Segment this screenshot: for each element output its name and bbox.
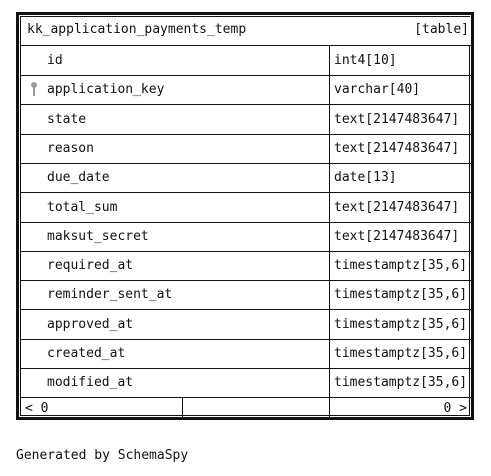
column-divider [329, 192, 330, 222]
column-row: approved_at timestamptz[35,6] [21, 309, 471, 340]
column-type: timestamptz[35,6] [334, 287, 468, 303]
column-type: timestamptz[35,6] [334, 258, 468, 274]
key-icon [31, 82, 37, 97]
column-name: maksut_secret [47, 228, 149, 244]
column-type: text[2147483647] [334, 228, 460, 244]
column-divider [329, 368, 330, 398]
column-name: application_key [47, 82, 165, 98]
column-row: created_at timestamptz[35,6] [21, 339, 471, 369]
column-divider [329, 280, 330, 310]
column-type: int4[10] [334, 53, 397, 68]
column-row: due_date date[13] [21, 163, 471, 194]
column-type: text[2147483647] [334, 111, 460, 127]
column-row: application_key varchar[40] [21, 75, 471, 106]
column-row: reminder_sent_at timestamptz[35,6] [21, 280, 471, 311]
table-footer: < 0 0 > [21, 397, 471, 420]
column-name: total_sum [47, 199, 118, 215]
column-name: created_at [47, 346, 126, 361]
column-type: text[2147483647] [334, 140, 460, 156]
column-divider [329, 339, 330, 368]
column-divider [329, 163, 330, 193]
column-divider [329, 46, 330, 75]
column-type: text[2147483647] [334, 199, 460, 215]
column-row: reason text[2147483647] [21, 133, 471, 164]
children-count: 0 > [443, 400, 467, 416]
column-divider [329, 75, 330, 105]
column-name: due_date [47, 170, 110, 186]
column-divider [329, 133, 330, 163]
column-name: approved_at [47, 316, 134, 332]
column-type: timestamptz[35,6] [334, 375, 468, 391]
footer-divider [329, 397, 330, 420]
generated-by-label: Generated by SchemaSpy [16, 448, 189, 463]
column-name: state [47, 111, 87, 127]
table-name: kk_application_payments_temp [27, 22, 247, 37]
column-divider [329, 251, 330, 281]
table-kind: [table] [414, 22, 469, 37]
column-divider [329, 104, 330, 134]
column-row: id int4[10] [21, 46, 471, 76]
column-name: modified_at [47, 375, 134, 391]
column-name: reminder_sent_at [47, 287, 173, 303]
column-type: timestamptz[35,6] [334, 346, 468, 361]
column-row: maksut_secret text[2147483647] [21, 221, 471, 252]
column-name: required_at [47, 258, 134, 274]
column-row: state text[2147483647] [21, 104, 471, 135]
parents-count: < 0 [25, 400, 49, 416]
column-type: date[13] [334, 170, 397, 186]
column-type: varchar[40] [334, 82, 421, 98]
column-row: required_at timestamptz[35,6] [21, 251, 471, 282]
column-divider [329, 309, 330, 339]
column-divider [329, 221, 330, 251]
table-header: kk_application_payments_temp [table] [21, 17, 471, 46]
footer-divider [182, 397, 183, 420]
column-row: total_sum text[2147483647] [21, 192, 471, 223]
column-row: modified_at timestamptz[35,6] [21, 368, 471, 399]
column-name: reason [47, 140, 94, 156]
column-type: timestamptz[35,6] [334, 316, 468, 332]
column-name: id [47, 53, 63, 68]
